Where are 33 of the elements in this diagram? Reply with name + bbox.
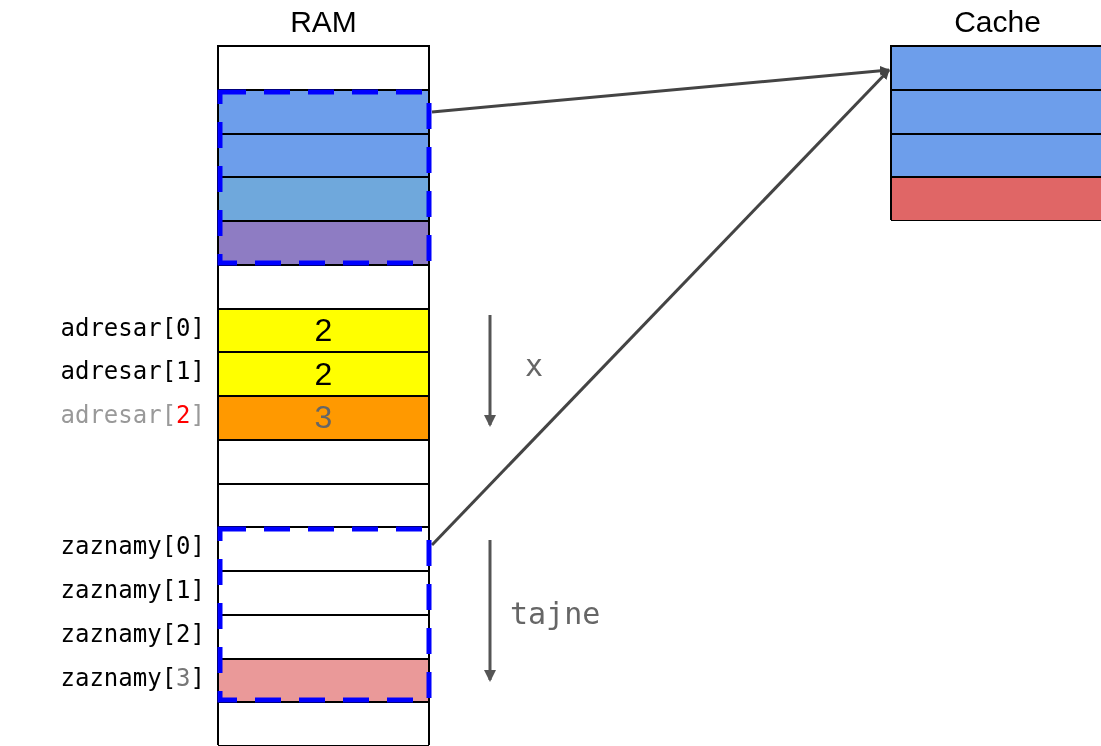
arrow-label: tajne [510, 596, 601, 631]
variable-label: adresar[2] [60, 401, 205, 429]
memory-cell [218, 483, 429, 528]
variable-label: zaznamy[1] [60, 576, 205, 604]
arrow [430, 68, 891, 547]
memory-cell: 2 [218, 352, 429, 396]
variable-label: zaznamy[0] [60, 532, 205, 561]
memory-cell [218, 527, 429, 571]
memory-cell [218, 177, 429, 221]
memory-cell [218, 702, 429, 746]
memory-cell [891, 133, 1101, 178]
memory-cell [891, 89, 1101, 134]
column-heading: Cache [953, 5, 1042, 39]
memory-cell: 3 [218, 396, 429, 440]
memory-cell [218, 133, 429, 178]
arrow [431, 65, 890, 114]
arrow-label: x [525, 348, 544, 383]
memory-cell [218, 571, 429, 615]
column-heading: RAM [289, 5, 358, 39]
memory-cell [891, 177, 1101, 221]
cache-line-frame [218, 527, 429, 703]
memory-cell [218, 614, 429, 659]
memory-cell [218, 46, 429, 90]
memory-cell [218, 439, 429, 484]
variable-label: zaznamy[2] [60, 619, 205, 648]
memory-cell: 2 [218, 308, 429, 353]
variable-label: zaznamy[3] [60, 663, 205, 692]
memory-cell [218, 221, 429, 265]
memory-cell [218, 264, 429, 309]
variable-label: adresar[0] [60, 313, 205, 342]
cache-line-frame [218, 89, 429, 265]
variable-label: adresar[1] [60, 357, 205, 386]
memory-cell [891, 46, 1101, 90]
